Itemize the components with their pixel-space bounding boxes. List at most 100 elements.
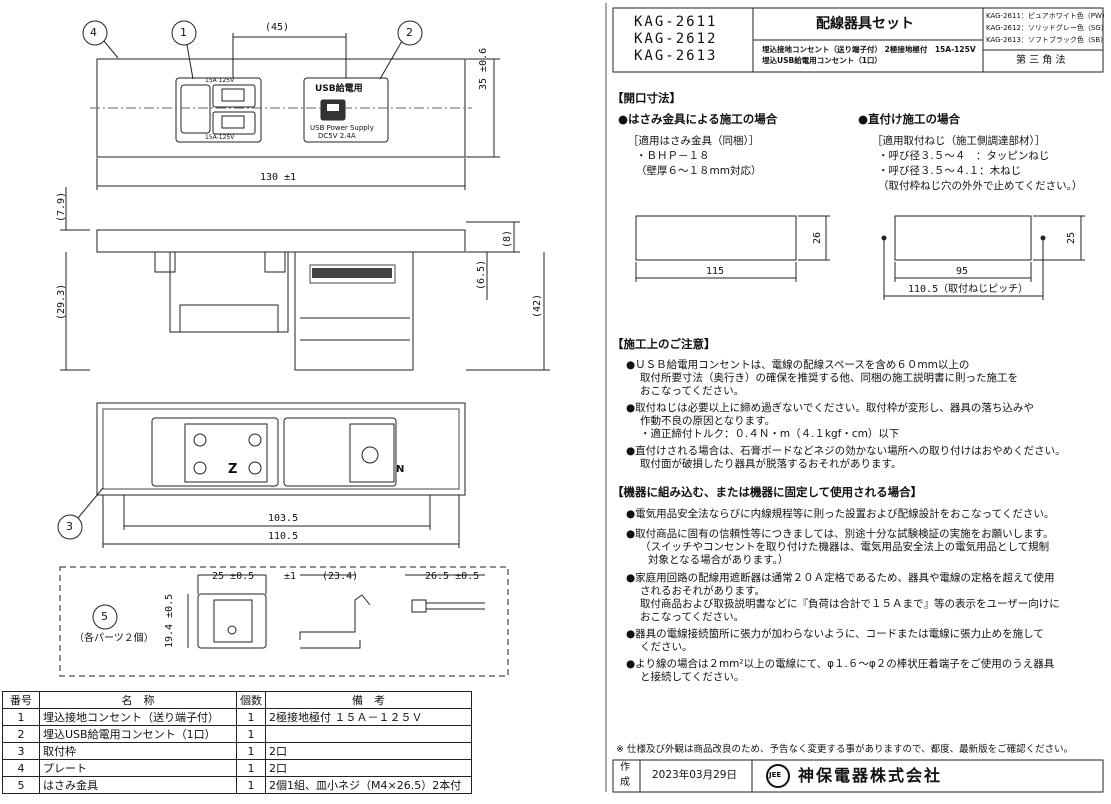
footer-date: 2023年03月29日 xyxy=(652,769,737,781)
direct-line: ・呼び径３.５～４ ：タッピンねじ xyxy=(878,150,1050,162)
opening-clip-w: 115 xyxy=(706,266,725,277)
spec-line-1: 埋込接地コンセント（送り端子付） 2極接地極付 15A-125V xyxy=(762,45,976,54)
equipment-line: ください。 xyxy=(640,641,693,653)
footer-block xyxy=(612,759,1104,793)
logo-text: JEE xyxy=(769,771,782,779)
balloon-1 xyxy=(171,20,197,46)
caution-line: ●取付ねじは必要以上に締め過ぎないでください。取付枠が変形し、器具の落ち込みや xyxy=(626,402,1034,414)
footer-note: ※ 仕様及び外観は商品改良のため、予告なく変更する事がありますので、都度、最新版… xyxy=(616,744,1074,755)
caution-line: おこなってください。 xyxy=(640,385,745,397)
direct-line: ［適用取付ねじ（施工側調達部材）］ xyxy=(872,135,1046,147)
model-1: KAG-2611 xyxy=(634,14,718,30)
balloon-2-label: 2 xyxy=(406,26,413,39)
equipment-line: ●電気用品安全法ならびに内線規程等に則った設置および配線設計をおこなってください… xyxy=(626,508,1055,520)
equipment-title: 【機器に組み込む、または機器に固定して使用される場合】 xyxy=(612,485,923,499)
caution-line: ●直付けされる場合は、石膏ボードなどネジの効かない場所への取り付けはおやめくださ… xyxy=(626,445,1066,457)
projection: 第 三 角 法 xyxy=(1016,55,1066,66)
caution-line: 取付所要寸法（奥行き）の確保を推奨する他、同梱の施工説明書に則った施工を xyxy=(640,372,1018,384)
equipment-line: （スイッチやコンセントを取り付けた機器は、電気用品安全法上の電気用品として規制 xyxy=(640,541,1050,553)
dim-part-19-4: 19.4 ±0.5 xyxy=(164,593,175,648)
usb-sub1: USB Power Supply xyxy=(310,124,374,132)
equipment-line: と接続してください。 xyxy=(640,671,745,683)
balloon-2 xyxy=(397,20,423,46)
frame-back-view xyxy=(96,402,466,496)
side-body-left xyxy=(169,251,289,333)
opening-direct-rect xyxy=(894,215,1032,261)
balloon-4-label: 4 xyxy=(90,26,97,39)
color-1: KAG-2611：ピュアホワイト色（PW） xyxy=(986,12,1109,20)
dim-top-45: (45) xyxy=(265,22,290,33)
dim-8: (8) xyxy=(502,229,513,248)
plate-side-view xyxy=(96,229,466,253)
dim-height-35: 35 ±0.6 xyxy=(478,47,489,90)
outlet-mark-top: 15A 125V xyxy=(205,77,235,84)
made-label-1: 作 xyxy=(620,762,630,773)
dim-29-3: (29.3) xyxy=(56,283,67,320)
balloon-3 xyxy=(57,514,83,540)
clip-part xyxy=(197,593,267,649)
opening-clip-head: ●はさみ金具による施工の場合 xyxy=(618,112,778,126)
equipment-line: されるおそれがあります。 xyxy=(640,585,765,597)
caution-line: 作動不良の原因となります。 xyxy=(640,415,776,427)
dim-110-5: 110.5 xyxy=(268,531,299,542)
dim-part-26-5: 26.5 ±0.5 xyxy=(425,571,480,582)
parts-table-header: 番号 名 称 個数 備 考 xyxy=(2,691,472,709)
clip-line: （壁厚６～１８mm対応） xyxy=(636,165,762,177)
title-block xyxy=(612,7,1104,73)
dim-width-130: 130 ±1 xyxy=(260,172,297,183)
parts-box xyxy=(59,566,509,677)
direct-line: ・呼び径３.５～４.１：木ねじ xyxy=(878,165,1022,177)
balloon-5 xyxy=(92,604,118,630)
barcode xyxy=(312,268,392,278)
usb-back xyxy=(283,417,397,487)
opening-direct-w: 95 xyxy=(956,266,969,277)
clip-line: ・ＢＨＰ－１８ xyxy=(636,150,710,162)
opening-title: 【開口寸法】 xyxy=(612,91,681,105)
dim-part-23-4: (23.4) xyxy=(322,571,359,582)
grounded-outlet-outline xyxy=(175,77,262,143)
color-3: KAG-2613：ソフトブラック色（SB） xyxy=(986,36,1108,44)
opening-clip-h: 26 xyxy=(812,231,823,244)
screw-head xyxy=(411,599,427,613)
cautions-title: 【施工上のご注意】 xyxy=(612,337,716,351)
company-logo xyxy=(766,764,790,788)
clip-hook xyxy=(299,594,371,640)
parts-note: （各パーツ２個） xyxy=(74,633,154,644)
model-3: KAG-2613 xyxy=(634,48,718,64)
model-2: KAG-2612 xyxy=(634,31,718,47)
balloon-4 xyxy=(82,20,108,46)
equipment-line: 対象となる場合があります。） xyxy=(648,554,789,566)
spec-line-2: 埋込USB給電用コンセント（1口） xyxy=(762,56,882,65)
side-body-right xyxy=(294,251,414,371)
dim-42: (42) xyxy=(532,293,543,318)
balloon-1-label: 1 xyxy=(180,26,187,39)
equipment-line: ●より線の場合は２mm²以上の電線にて、φ１.６～φ２の棒状圧着端子をご使用のう… xyxy=(626,658,1055,670)
equipment-line: ●家庭用回路の配線用遮断器は通常２０Ａ定格であるため、器具や電線の定格を超えて使… xyxy=(626,572,1055,584)
dim-103-5: 103.5 xyxy=(268,513,299,524)
opening-clip-rect xyxy=(635,215,797,261)
terminal-n: N xyxy=(396,464,405,475)
outlet-mark-bottom: 15A-125V xyxy=(205,134,235,141)
equipment-line: ●器具の電線接続箇所に張力が加わらないように、コードまたは電線に張力止めを施して xyxy=(626,628,1044,640)
product-name: 配線器具セット xyxy=(816,16,914,32)
company-name: 神保電器株式会社 xyxy=(798,766,943,785)
made-label-2: 成 xyxy=(620,777,630,788)
dim-7-9: (7.9) xyxy=(56,191,67,222)
balloon-5-label: 5 xyxy=(101,610,108,623)
usb-label: USB給電用 xyxy=(315,84,363,94)
opening-direct-head: ●直付け施工の場合 xyxy=(858,112,961,126)
equipment-line: 取付商品および取扱説明書などに『負荷は合計で１５Ａまで』等の表示をユーザー向けに xyxy=(640,598,1060,610)
caution-line: 取付面が破損したり器具が脱落するおそれがあります。 xyxy=(640,458,902,470)
caution-line: ・適正締付トルク：０.４Ｎ・m（４.１kgf・cm）以下 xyxy=(640,428,900,440)
equipment-line: おこなってください。 xyxy=(640,611,745,623)
direct-line: （取付枠ねじ穴の外外で止めてください。） xyxy=(878,180,1083,192)
balloon-3-label: 3 xyxy=(66,520,73,533)
clip-line: ［適用はさみ金具（同梱）］ xyxy=(628,135,760,147)
